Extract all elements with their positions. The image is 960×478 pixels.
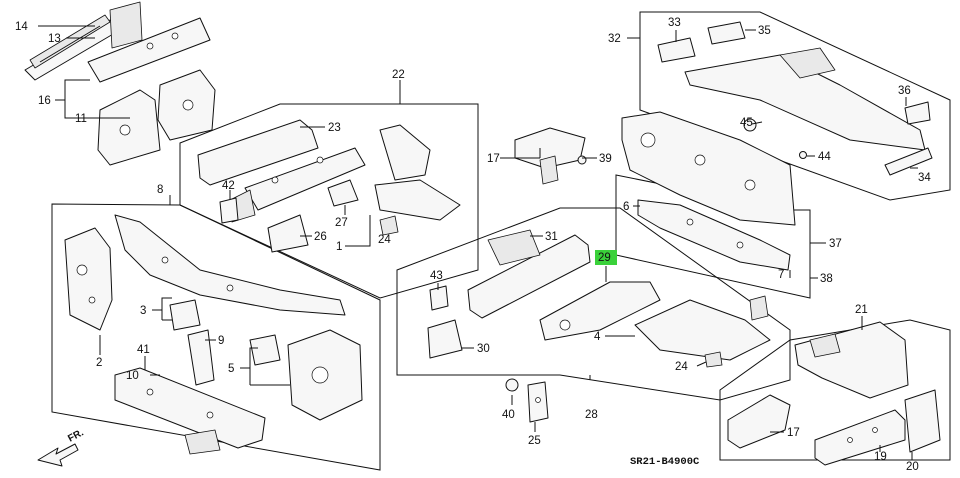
callout-10: 10 <box>126 370 139 382</box>
part-34-strip <box>884 147 933 176</box>
part-6-7-cross <box>637 199 791 271</box>
frame-group-22 <box>179 103 479 299</box>
callout-25: 25 <box>528 435 541 447</box>
part-21-upper-sill <box>794 321 909 399</box>
part-1-inner-frame <box>374 124 461 236</box>
callout-23: 23 <box>328 122 341 134</box>
callout-labels: 14 13 16 11 8 22 23 42 26 27 1 24 2 3 9 … <box>15 17 931 473</box>
part-26-bracket <box>267 214 309 253</box>
callout-8: 8 <box>157 184 163 196</box>
part-33-35-brackets <box>657 21 746 63</box>
callout-14: 14 <box>15 21 28 33</box>
part-29-rail <box>539 281 661 341</box>
callout-17: 17 <box>787 427 800 439</box>
callout-36: 36 <box>898 85 911 97</box>
callout-37: 37 <box>829 238 842 250</box>
callout-27: 27 <box>335 217 348 229</box>
part-36-bracket <box>904 101 931 125</box>
callout-11: 11 <box>75 113 87 125</box>
frame-group-28 <box>396 207 791 401</box>
leader-lines <box>38 25 918 460</box>
callout-5: 5 <box>228 363 234 375</box>
callout-7: 7 <box>778 269 784 281</box>
callout-41: 41 <box>137 344 150 356</box>
callout-28: 28 <box>585 409 598 421</box>
part-45-44-plugs <box>743 118 807 159</box>
callout-40: 40 <box>502 409 515 421</box>
callout-45: 45 <box>740 117 753 129</box>
callout-13: 13 <box>48 33 61 45</box>
part-9-stay <box>187 329 215 386</box>
part-5-bracket <box>249 334 281 366</box>
callout-42: 42 <box>222 180 235 192</box>
part-43-clip <box>429 285 449 311</box>
part-10-41-lower-cross <box>114 367 266 455</box>
frame-group-32 <box>639 11 951 201</box>
part-3-bracket <box>169 299 201 331</box>
callout-44: 44 <box>818 151 831 163</box>
callout-6: 6 <box>623 201 629 213</box>
callout-39: 39 <box>599 153 612 165</box>
callout-21: 21 <box>855 304 868 316</box>
callout-19: 19 <box>874 451 887 463</box>
part-15-bracket <box>514 127 587 185</box>
part-13-14-sill <box>24 14 121 81</box>
callout-3: 3 <box>140 305 146 317</box>
part-upper-frame-top <box>87 1 211 83</box>
callout-32: 32 <box>608 33 621 45</box>
part-dashboard-lower <box>621 111 796 226</box>
frame-group-21 <box>719 319 951 461</box>
part-17-bracket <box>727 394 791 449</box>
callout-4: 4 <box>594 331 601 343</box>
callout-26: 26 <box>314 231 327 243</box>
callout-35: 35 <box>758 25 771 37</box>
callout-31: 31 <box>545 231 558 243</box>
callout-38: 38 <box>820 273 833 285</box>
callout-43: 43 <box>430 270 443 282</box>
part-20-end <box>904 389 941 453</box>
direction-label: FR. <box>66 427 86 444</box>
diagram-code: SR21-B4900C <box>630 456 700 468</box>
part-42-clip <box>219 197 239 224</box>
part-32-dash-upper <box>684 47 926 151</box>
part-19-lower-sill <box>814 409 906 466</box>
frame-group-8 <box>51 203 381 471</box>
callout-22: 22 <box>392 69 405 81</box>
callout-29: 29 <box>598 252 611 264</box>
part-4-floor <box>634 295 771 368</box>
callout-34: 34 <box>918 172 931 184</box>
callout-29-highlight <box>595 250 617 265</box>
callout-15: 17 <box>487 153 500 165</box>
callout-2: 2 <box>96 357 102 369</box>
part-side-right-panel <box>287 329 363 421</box>
part-40-25-bolts <box>505 378 549 423</box>
callout-16: 16 <box>38 95 51 107</box>
callout-20: 20 <box>906 461 919 473</box>
callout-30: 30 <box>477 343 490 355</box>
callout-24b: 24 <box>675 361 688 373</box>
part-27-bracket <box>327 179 359 207</box>
part-2-side-panel <box>64 227 113 331</box>
fr-arrow-icon <box>37 443 79 467</box>
part-11-16-wheelhouse <box>97 69 216 166</box>
part-30-bracket <box>427 319 463 359</box>
part-31-rail <box>467 229 591 319</box>
callout-9: 9 <box>218 335 224 347</box>
callout-24a: 24 <box>378 234 391 246</box>
part-8-bulkhead-upper <box>114 214 346 316</box>
callout-33: 33 <box>668 17 681 29</box>
callout-1: 1 <box>336 241 342 253</box>
